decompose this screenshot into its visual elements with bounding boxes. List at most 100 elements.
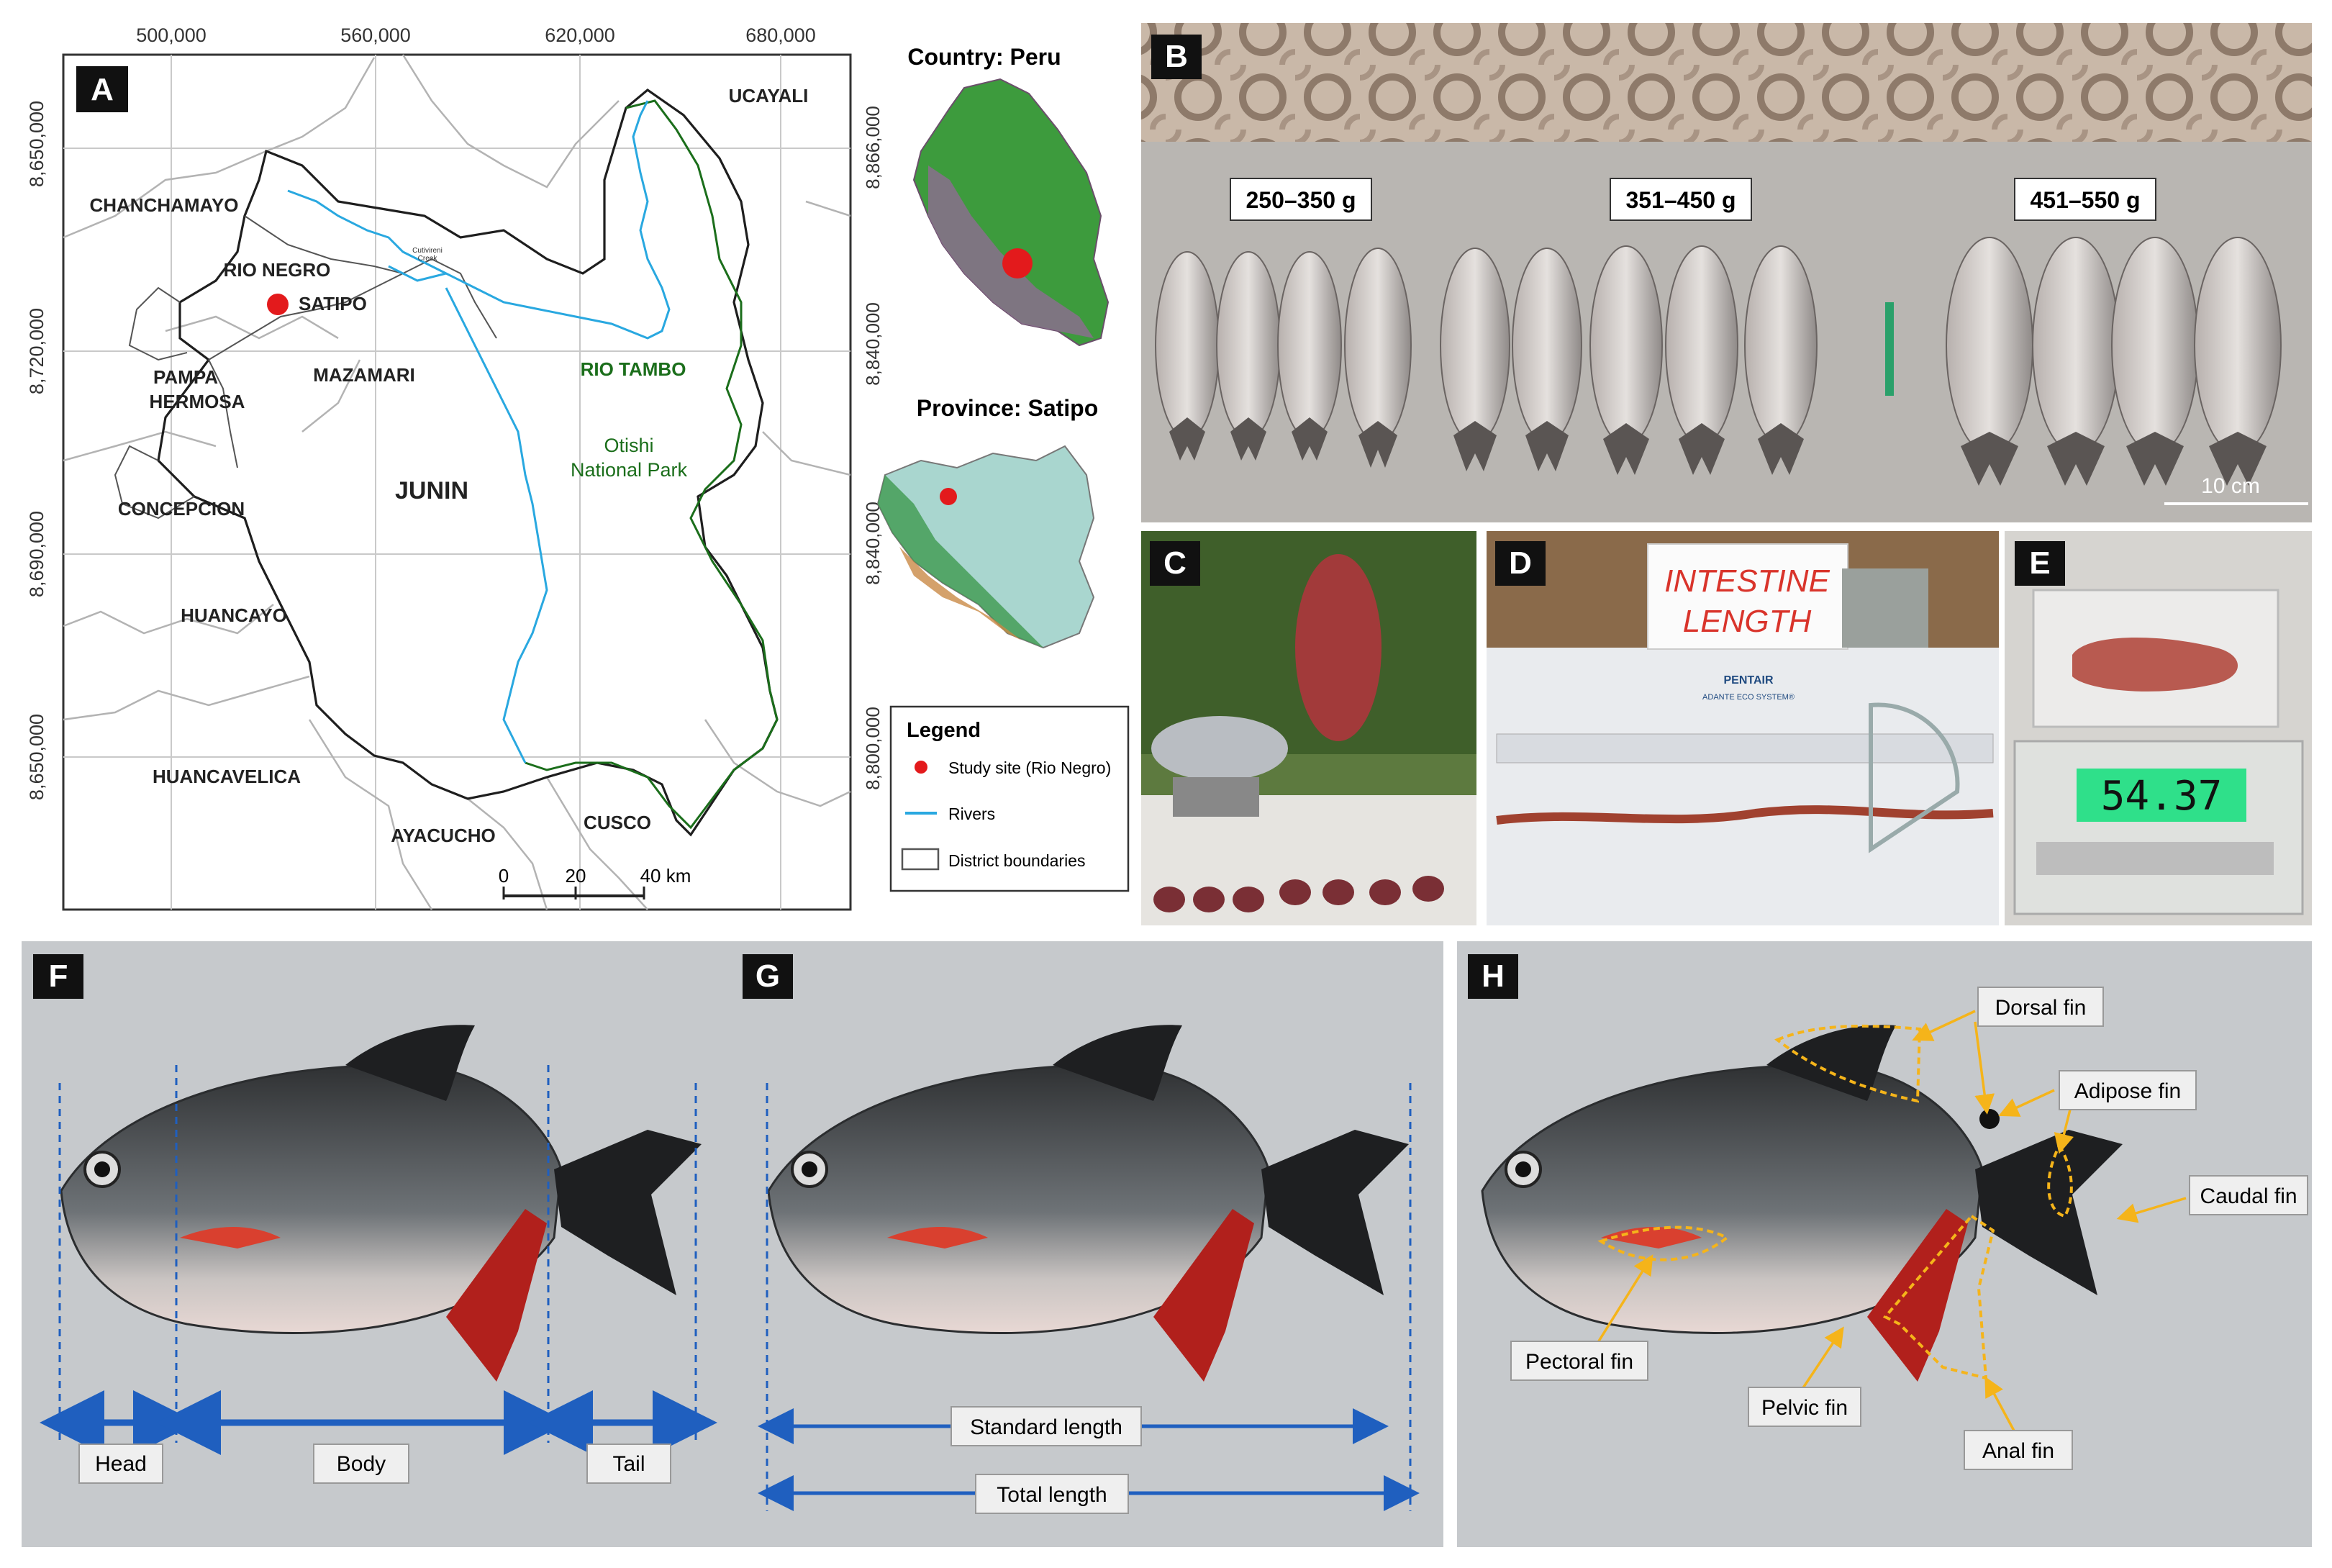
legend-title: Legend [907,719,981,742]
scale-10cm-label: 10 cm [2201,474,2260,498]
pentair-sub: ADANTE ECO SYSTEM® [1702,693,1795,702]
satipo-study-marker [940,488,957,505]
panel-c-label: C [1163,545,1187,581]
label-pampa: PAMPA [153,366,218,388]
intestine [1496,805,1994,825]
panel-a-map: A 500,000 560,000 620,000 680,000 8,650,… [26,24,852,911]
scale-buttons [2036,842,2274,875]
panel-a-label: A [91,72,114,107]
label-huancayo: HUANCAYO [181,604,287,626]
insets: Country: Peru 8,866,000 8,840,000 8,840,… [862,44,1130,892]
legend-district-icon [901,848,940,871]
digital-scale [1842,568,1928,648]
group-label-3: 451–550 g [2030,187,2140,213]
y-tick-1: 8,650,000 [26,101,47,187]
person-shirt [1295,554,1381,741]
pen-scale [1885,302,1894,396]
protractor [1869,702,1960,853]
satipo-forest [878,475,1043,648]
peru-andes [928,166,1094,338]
label-rio-tambo: RIO TAMBO [581,358,686,380]
tail-label-box [586,1444,671,1484]
panel-c-photo: C [1141,531,1476,925]
scale-bar: 0 20 40 km [499,865,691,899]
panel-h-badge [1468,954,1518,999]
district-boundaries [114,215,497,520]
external-boundaries [63,54,851,910]
rivers [287,100,671,763]
scale-40km: 40 km [640,865,691,887]
body-label-box [313,1444,409,1484]
label-otishi: Otishi [604,435,653,456]
panel-e-label: E [2029,545,2050,581]
caudal-fin-label: Caudal fin [2200,1184,2297,1208]
group-label-2: 351–450 g [1625,187,1736,213]
scale-0: 0 [499,865,509,887]
adipose-fin-box [2059,1070,2197,1110]
label-small-river-2: Creek [418,255,438,263]
label-mazamari: MAZAMARI [313,364,415,386]
study-site-marker [267,294,289,315]
metal-bowl [1151,716,1288,781]
label-junin: JUNIN [395,477,468,504]
panel-d-badge [1495,541,1546,586]
standard-length-box [951,1406,1142,1446]
x-tick-620000: 620,000 [545,24,615,46]
intestine-sign [1647,543,1848,650]
panel-e-badge [2015,541,2065,586]
anal-fin-box [1964,1430,2073,1470]
label-ucayali: UCAYALI [729,85,809,107]
pectoral-fin-box [1510,1341,1648,1381]
panel-a-badge [76,66,128,112]
inset-country-title: Country: Peru [907,44,1061,70]
y-tick-4: 8,650,000 [26,714,47,800]
standard-length-label: Standard length [970,1415,1122,1439]
measuring-board [1487,648,1999,925]
y-tick-3: 8,690,000 [26,511,47,597]
panel-b-badge [1151,35,1202,79]
fish-f [60,1025,702,1382]
x-tick-500000: 500,000 [136,24,207,46]
map-grid [63,55,850,910]
fish-g [767,1025,1409,1382]
panel-c-badge [1150,541,1200,586]
dorsal-fin-box [1977,987,2104,1027]
label-satipo: SATIPO [299,293,367,314]
caudal-fin-box [2189,1175,2308,1215]
label-national-park: National Park [571,459,688,481]
panel-g-label: G [756,959,780,994]
anal-fin-label: Anal fin [1982,1439,2054,1463]
map-frame [62,53,852,911]
group-label-1-box [1230,178,1372,221]
kitchen-scale [1173,777,1259,817]
panel-h-label: H [1482,959,1505,994]
head-label: Head [95,1452,147,1476]
tail-label: Tail [612,1452,645,1476]
inset-province-title: Province: Satipo [917,395,1099,421]
legend-rivers: Rivers [948,805,995,823]
ruler [1496,733,1994,763]
panel-e-photo: 54.37 E [2005,531,2312,925]
fish-h [1481,1025,2123,1382]
scale-reading: 54.37 [2101,773,2223,820]
total-length-box [975,1474,1129,1514]
label-rio-negro: RIO NEGRO [224,259,331,281]
label-chanchamayo: CHANCHAMAYO [89,194,238,216]
panel-d-label: D [1509,545,1532,581]
panel-g-badge [743,954,793,999]
pelvic-fin-box [1748,1387,1861,1427]
panel-g: Standard length Total length G [732,941,1443,1547]
panel-d-photo: INTESTINE LENGTH PENTAIR ADANTE ECO SYST… [1487,531,1999,925]
inset-y-tick-1: 8,866,000 [862,106,884,189]
peru-study-marker [1002,248,1033,278]
otishi-park-boundary [525,99,779,830]
panel-b-label: B [1165,39,1188,74]
liver-sample [2072,638,2238,692]
head-label-box [78,1444,163,1484]
label-small-river-1: Cutivireni [412,247,443,255]
fish-row [1155,237,2282,486]
panel-b-photo: 250–350 g 351–450 g 451–550 g 10 cm B [1141,23,2312,522]
adipose-fin-label: Adipose fin [2074,1079,2181,1103]
y-tick-2: 8,720,000 [26,308,47,394]
